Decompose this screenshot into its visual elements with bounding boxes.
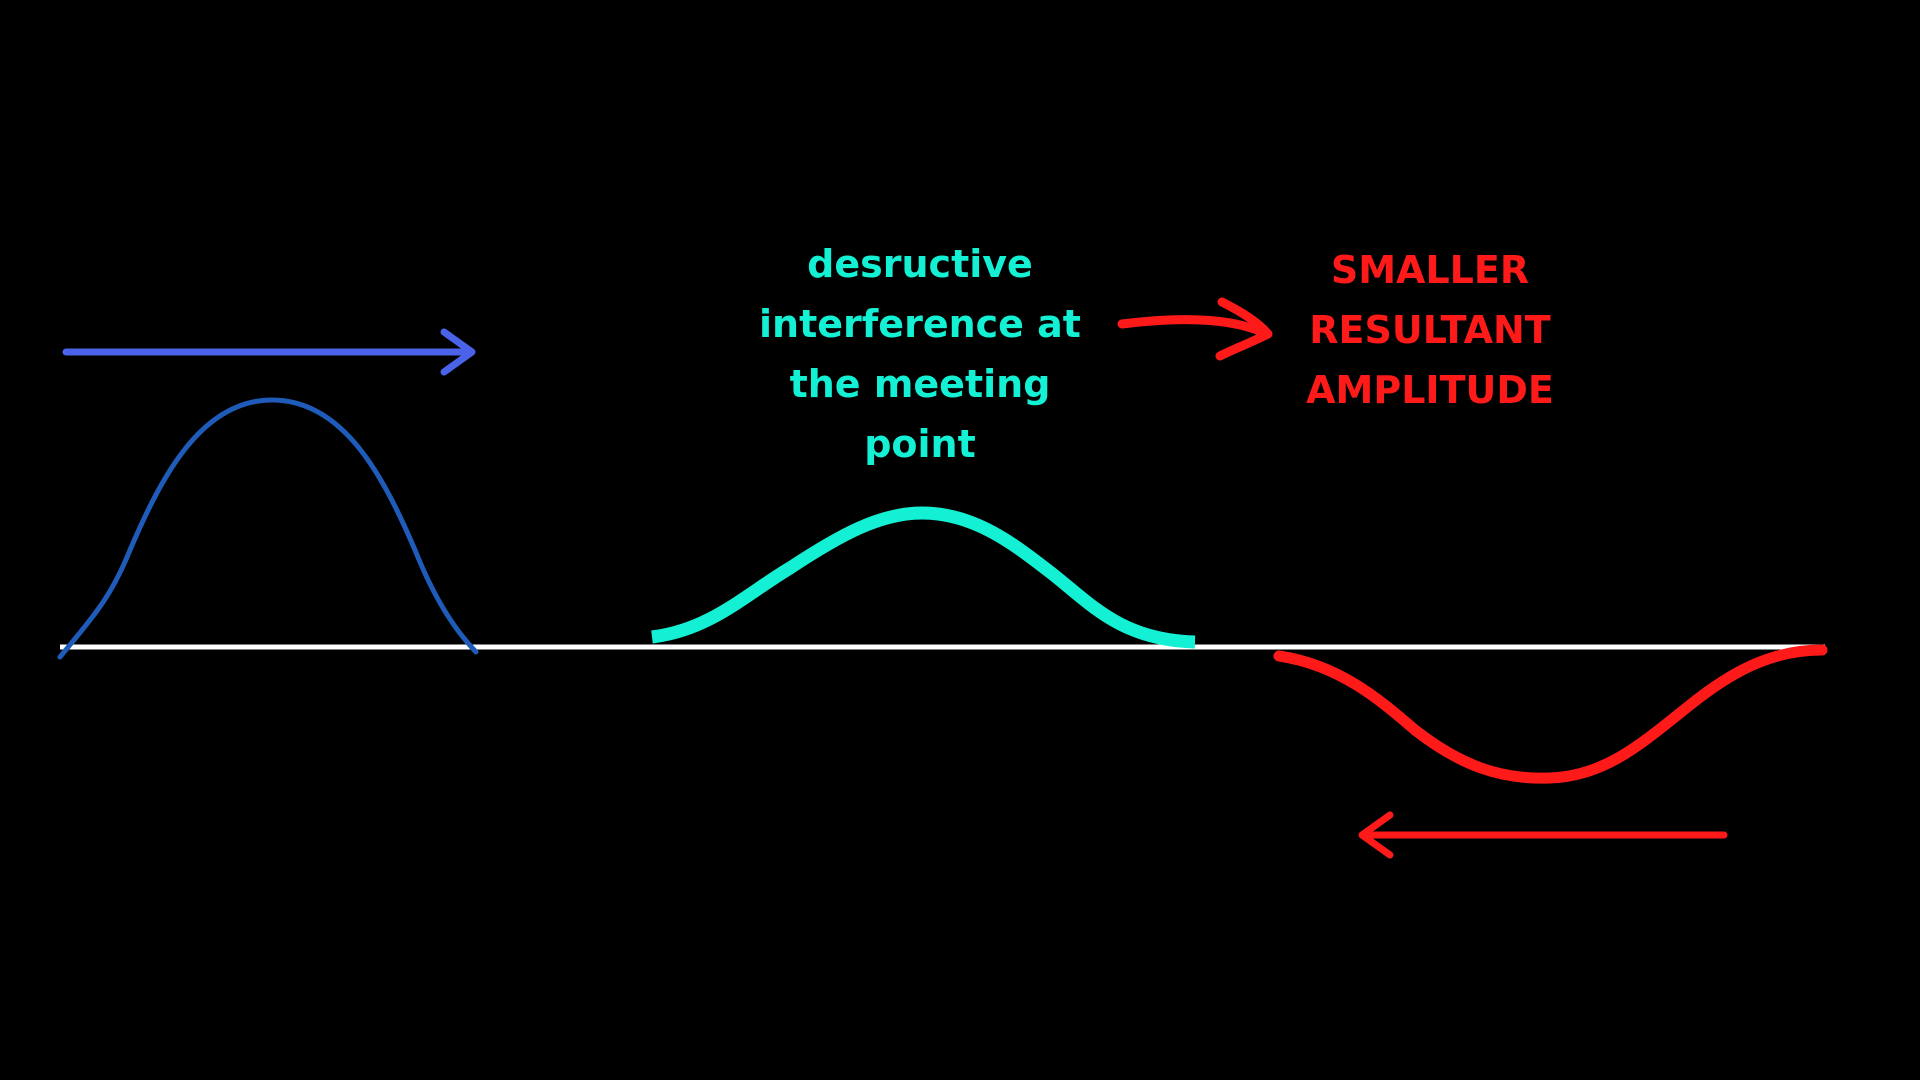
curved-arrow-right-icon: [1117, 297, 1273, 361]
interference-pulse: [651, 506, 1196, 649]
result-caption: SMALLER RESULTANT AMPLITUDE: [1260, 240, 1600, 420]
interference-caption-line: point: [864, 422, 976, 466]
interference-caption-line: the meeting: [789, 362, 1051, 406]
interference-caption-line: desructive: [807, 242, 1033, 286]
result-caption-line: RESULTANT: [1309, 308, 1551, 352]
interference-caption-line: interference at: [759, 302, 1081, 346]
interference-caption: desructive interference at the meeting p…: [720, 234, 1120, 474]
arrow-left-icon: [1358, 811, 1728, 859]
result-caption-line: AMPLITUDE: [1306, 368, 1554, 412]
result-caption-line: SMALLER: [1330, 248, 1530, 292]
opposing-pulse: [1273, 644, 1828, 784]
arrow-right-icon: [62, 328, 476, 376]
incoming-pulse: [57, 397, 479, 660]
